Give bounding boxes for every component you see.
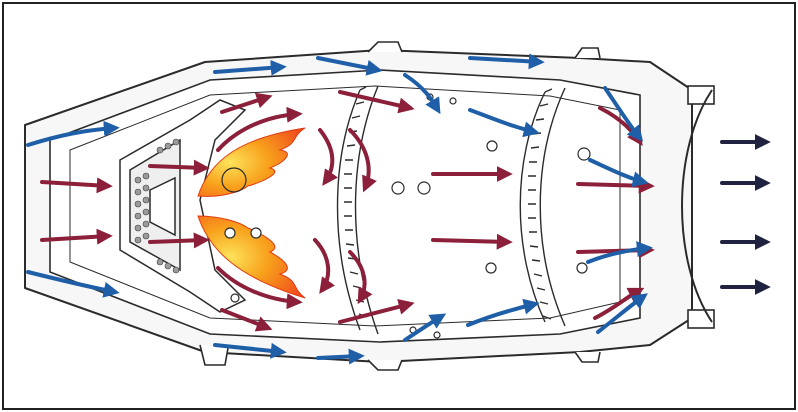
primary-air-arrow <box>150 166 205 168</box>
primary-air-arrow <box>433 240 508 242</box>
primary-air-arrow <box>578 184 650 186</box>
exhaust-arrows <box>722 142 766 287</box>
cooling-air-arrow <box>318 356 360 358</box>
primary-air-arrow <box>150 240 205 242</box>
